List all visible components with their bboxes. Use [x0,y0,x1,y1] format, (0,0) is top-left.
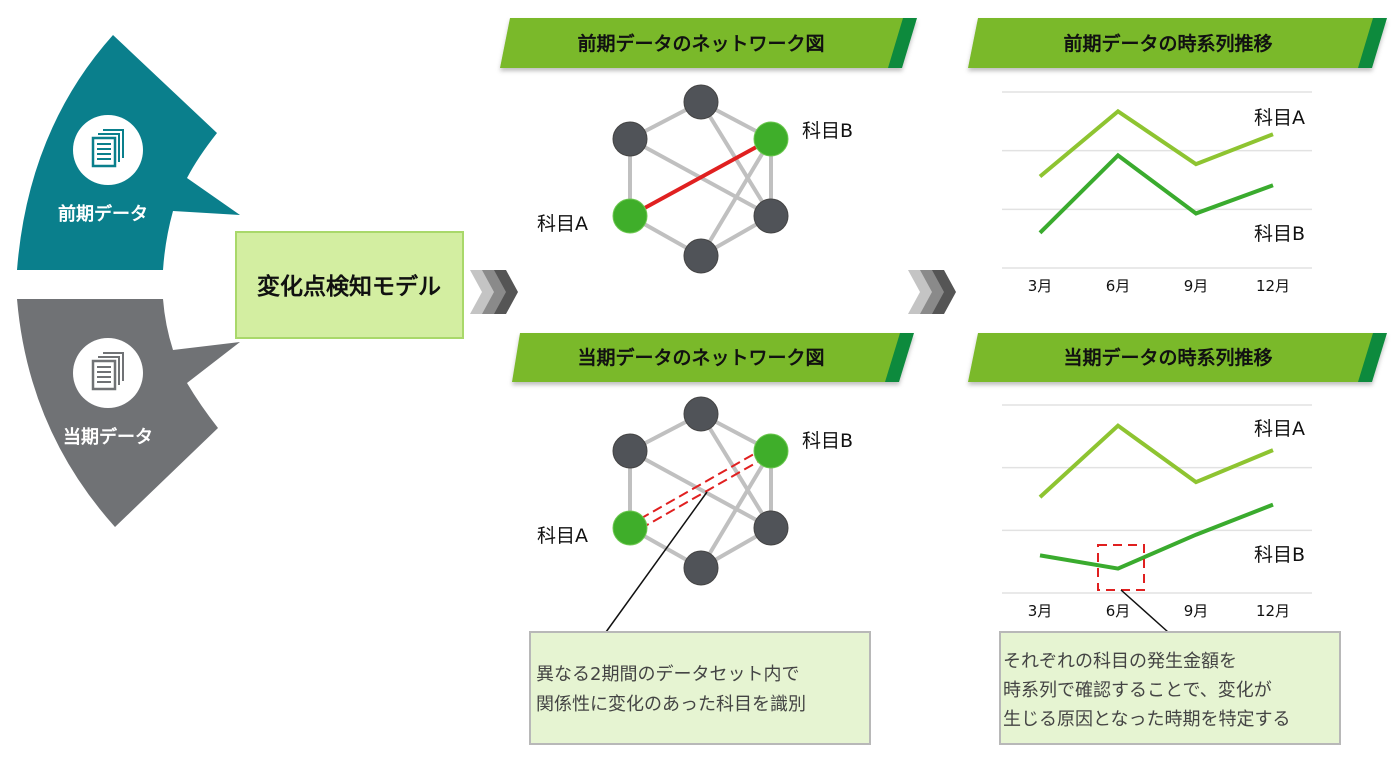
network-callout-box [529,631,871,745]
x-tick-label: 12月 [1256,602,1290,620]
previous-timeseries-chart: 3月 6月 9月 12月 [1002,91,1312,295]
network-callout-line: 関係性に変化のあった科目を識別 [536,694,806,715]
x-tick-label: 6月 [1106,602,1131,620]
series-line-b [1038,152,1274,235]
network-edge [699,449,773,570]
current-data-shape [17,299,240,527]
banner-previous-timeseries [968,18,1387,68]
network-node [612,433,648,469]
lost-relationship-edge [639,449,762,520]
banner-previous-network [500,18,917,68]
previous-network-title: 前期データのネットワーク図 [577,32,824,55]
timeseries-callout-box [999,631,1341,745]
model-box [235,231,464,339]
model-label: 変化点検知モデル [257,273,441,300]
node-subject-b [753,121,789,157]
previous-network-graph [612,84,789,274]
previous-data-label: 前期データ [58,203,148,225]
current-timeseries-chart: 3月 6月 9月 12月 [1002,404,1312,620]
banner-current-timeseries [968,333,1387,382]
series-b-label: 科目B [1254,544,1305,566]
series-a-label: 科目A [1254,418,1305,440]
x-tick-label: 9月 [1184,277,1209,295]
timeseries-callout-line: それぞれの科目の発生金額を [1003,651,1237,672]
network-node [683,396,719,432]
network-edge [699,137,773,258]
x-tick-label: 12月 [1256,277,1290,295]
callout-leader [605,491,708,633]
node-subject-b [753,433,789,469]
timeseries-callout-line: 時系列で確認することで、変化が [1003,680,1272,701]
changed-relationship-edge [629,137,772,218]
x-tick-label: 3月 [1028,277,1053,295]
current-timeseries-title: 当期データの時系列推移 [1063,346,1272,369]
current-data-label: 当期データ [63,426,153,448]
node-subject-a [612,198,648,234]
network-callout-line: 異なる2期間のデータセット内で [536,664,799,685]
lost-relationship-edge [639,459,762,530]
network-node [683,84,719,120]
current-network-graph [612,396,789,586]
node-b-label: 科目B [802,120,853,142]
series-a-label: 科目A [1254,107,1305,129]
current-network-title: 当期データのネットワーク図 [577,346,824,369]
network-node [753,198,789,234]
series-b-label: 科目B [1254,223,1305,245]
node-subject-a [612,510,648,546]
node-b-label: 科目B [802,430,853,452]
banner-current-network [512,333,914,382]
previous-timeseries-title: 前期データの時系列推移 [1063,32,1272,55]
node-a-label: 科目A [537,213,588,235]
network-node [683,238,719,274]
timeseries-callout-line: 生じる原因となった時期を特定する [1003,709,1290,730]
x-tick-label: 6月 [1106,277,1131,295]
series-line-b [1039,502,1274,571]
x-tick-label: 3月 [1028,602,1053,620]
callout-leader [1120,589,1169,633]
network-edge [699,412,773,530]
network-node [753,510,789,546]
chevron-right-icon [908,270,956,314]
network-node [612,121,648,157]
network-edge [629,449,772,530]
node-a-label: 科目A [537,525,588,547]
series-line-a [1038,108,1274,179]
chevron-right-icon [470,270,518,314]
network-node [683,550,719,586]
series-line-a [1038,423,1274,499]
x-tick-label: 9月 [1184,602,1209,620]
